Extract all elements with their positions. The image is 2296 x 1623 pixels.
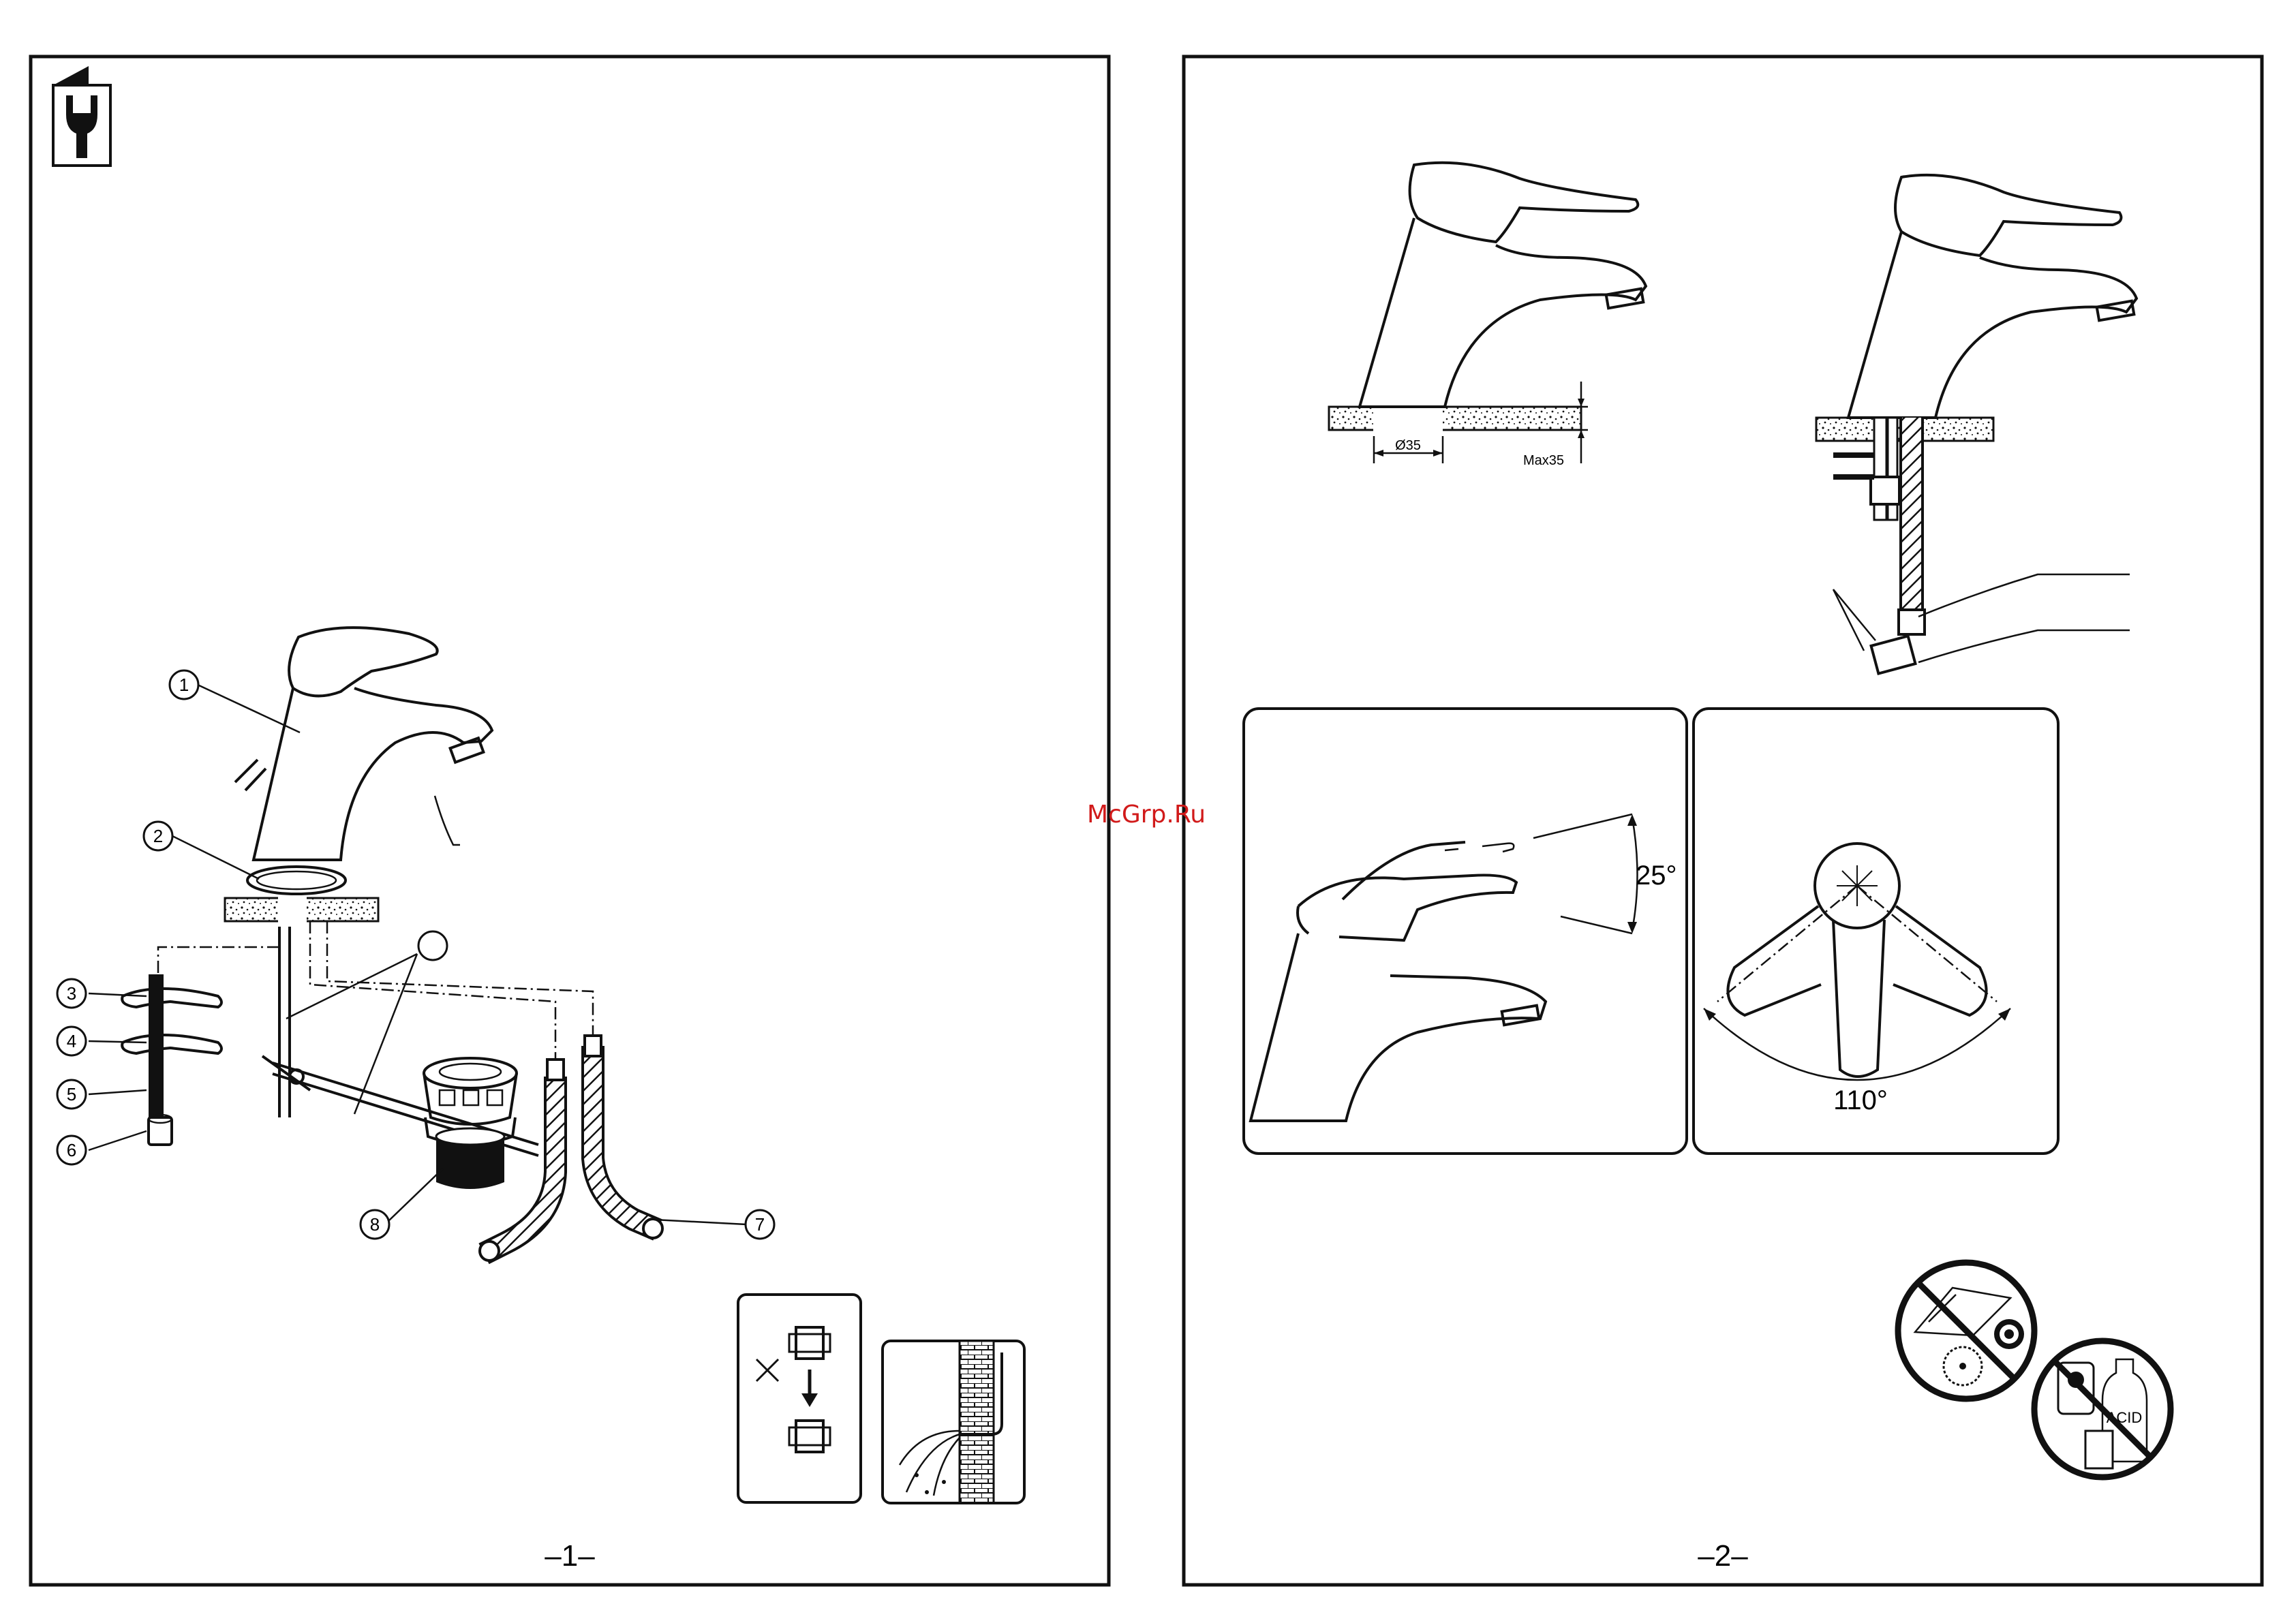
rotation-angle-label: 110° — [1833, 1085, 1888, 1115]
callout-label: 7 — [755, 1214, 765, 1235]
callout-2: 2 — [144, 822, 172, 850]
watermark: McGrp.Ru — [1087, 801, 1206, 829]
callout-1: 1 — [170, 670, 198, 699]
callout-label: 3 — [67, 983, 76, 1004]
page-number: –2– — [1698, 1539, 1748, 1573]
callout-label: 4 — [67, 1031, 76, 1051]
handle-rotation-panel: 110° — [1694, 709, 2058, 1154]
max-thickness-label: Max35 — [1523, 453, 1564, 468]
page-left: 1 2 3 4 5 6 7 8 — [31, 57, 1109, 1585]
callout-label: 6 — [67, 1140, 76, 1160]
fixing-set — [122, 974, 221, 1145]
faucet-hose-connection-view — [1816, 175, 2137, 674]
callout-blank — [418, 931, 447, 960]
hole-diameter-label: Ø35 — [1395, 438, 1421, 453]
faucet-body — [235, 628, 492, 860]
callout-4: 4 — [57, 1027, 86, 1055]
callout-label: 1 — [179, 675, 189, 695]
callout-5: 5 — [57, 1080, 86, 1109]
tilt-angle-label: 25° — [1636, 861, 1677, 891]
wrench-icon — [53, 66, 110, 166]
faucet-dimension-view: Ø35 Max35 — [1329, 163, 1646, 468]
callout-8: 8 — [361, 1210, 389, 1239]
overtighten-warning-panel — [738, 1295, 861, 1502]
callout-6: 6 — [57, 1136, 86, 1164]
page-number: –1– — [545, 1539, 595, 1573]
supply-hoses — [480, 1036, 662, 1261]
callout-label: 5 — [67, 1084, 76, 1104]
callout-label: 8 — [370, 1214, 380, 1235]
handle-tilt-panel: 25° — [1244, 709, 1687, 1154]
page-right: Ø35 Max35 — [1184, 57, 2262, 1585]
wall-flush-panel — [883, 1341, 1024, 1503]
callout-label: 2 — [153, 826, 163, 846]
no-abrasives-icon — [1898, 1263, 2034, 1399]
callout-7: 7 — [746, 1210, 774, 1239]
callout-3: 3 — [57, 979, 86, 1008]
no-chemicals-icon: ACID — [2034, 1341, 2171, 1477]
